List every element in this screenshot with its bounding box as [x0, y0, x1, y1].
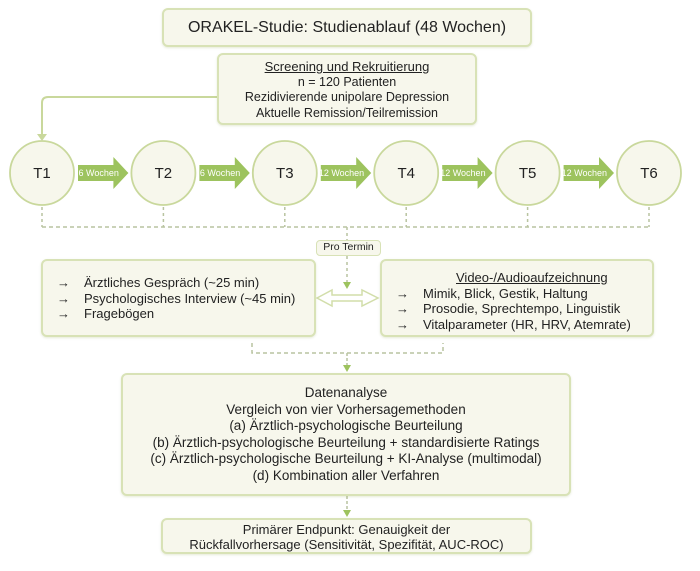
arrow-bullet-icon: →	[396, 285, 409, 301]
clinical-item: → Fragebögen	[57, 306, 314, 322]
analysis-method: (c) Ärztlich-psychologische Beurteilung …	[150, 451, 542, 466]
arrow-bullet-icon: →	[396, 316, 409, 332]
merge-arrowhead	[343, 365, 351, 372]
interval-arrow	[563, 157, 614, 189]
recording-item-text: Vitalparameter (HR, HRV, Atemrate)	[423, 316, 631, 332]
interval-label: 6 Wochen	[79, 168, 119, 178]
timepoint-label: T4	[397, 165, 415, 182]
interval-arrow	[442, 157, 493, 189]
analysis-method: (d) Kombination aller Verfahren	[252, 467, 440, 483]
bidirectional-arrow	[315, 288, 380, 308]
interval-arrow	[78, 157, 129, 189]
pro-termin-arrowhead	[343, 282, 351, 289]
per-visit-label: Pro Termin	[316, 240, 381, 256]
recording-item: → Vitalparameter (HR, HRV, Atemrate)	[396, 317, 652, 333]
arrow-bullet-icon: →	[57, 306, 70, 321]
interval-label: 6 Wochen	[200, 168, 240, 178]
recording-item-text: Mimik, Blick, Gestik, Haltung	[423, 285, 588, 301]
arrow-bullet-icon: →	[57, 290, 70, 306]
analysis-to-endpoint-arrowhead	[343, 510, 351, 517]
timepoint-circle	[9, 140, 75, 206]
clinical-item-text: Fragebögen	[84, 306, 155, 321]
interval-arrow	[199, 157, 250, 189]
data-analysis-box: Datenanalyse Vergleich von vier Vorhersa…	[121, 373, 571, 496]
timepoint-circle	[494, 140, 561, 206]
primary-endpoint-box: Primärer Endpunkt: Genauigkeit der Rückf…	[161, 518, 532, 554]
clinical-item-text: Psychologisches Interview (~45 min)	[84, 290, 296, 306]
screening-to-t1-connector	[41, 96, 217, 136]
arrow-bullet-icon: →	[57, 275, 70, 290]
timepoint-label: T5	[519, 165, 537, 182]
screening-to-t1-arrowhead	[37, 134, 47, 141]
interval-label: 12 Wochen	[440, 168, 485, 178]
endpoint-line: Primärer Endpunkt: Genauigkeit der	[242, 522, 451, 537]
screening-box: Screening und Rekruitierung n = 120 Pati…	[217, 53, 477, 125]
clinical-assessment-box: → Ärztliches Gespräch (~25 min) → Psycholo…	[41, 259, 316, 337]
recording-box: Video-/Audioaufzeichnung → Mimik, Blick, …	[380, 259, 654, 337]
merge-bracket	[251, 343, 444, 354]
recording-heading: Video-/Audioaufzeichnung	[456, 270, 608, 285]
recording-item: → Prosodie, Sprechtempo, Linguistik	[396, 301, 652, 317]
recording-item: → Mimik, Blick, Gestik, Haltung	[396, 286, 652, 302]
arrow-bullet-icon: →	[396, 301, 409, 316]
clinical-item-text: Ärztliches Gespräch (~25 min)	[84, 275, 260, 290]
endpoint-line: Rückfallvorhersage (Sensitivität, Spezif…	[189, 537, 504, 552]
screening-line: Aktuelle Remission/Teilremission	[255, 105, 438, 120]
timepoint-dashed-bus	[41, 207, 650, 228]
analysis-subheading: Vergleich von vier Vorhersagemethoden	[226, 401, 466, 417]
interval-label: 12 Wochen	[562, 168, 607, 178]
screening-line: Rezidivierende unipolare Depression	[244, 90, 450, 104]
timepoint-circle	[130, 140, 197, 206]
interval-label: 12 Wochen	[319, 168, 364, 178]
timepoint-label: T1	[33, 165, 51, 182]
study-title: ORAKEL-Studie: Studienablauf (48 Wochen)	[162, 8, 532, 47]
clinical-item: → Ärztliches Gespräch (~25 min)	[57, 275, 314, 291]
screening-heading: Screening und Rekruitierung	[264, 59, 430, 74]
analysis-method: (b) Ärztlich-psychologische Beurteilung …	[152, 434, 540, 450]
clinical-item: → Psychologisches Interview (~45 min)	[57, 291, 314, 307]
timepoint-circle	[373, 140, 440, 206]
screening-line: n = 120 Patienten	[297, 74, 397, 89]
timepoint-circle	[251, 140, 318, 206]
timepoint-circle	[616, 140, 682, 206]
timepoint-label: T2	[155, 165, 173, 182]
recording-item-text: Prosodie, Sprechtempo, Linguistik	[423, 301, 621, 316]
timepoint-label: T6	[640, 165, 658, 182]
timepoint-label: T3	[276, 165, 294, 182]
analysis-method: (a) Ärztlich-psychologische Beurteilung	[229, 418, 463, 433]
interval-arrow	[320, 157, 372, 189]
analysis-heading: Datenanalyse	[304, 385, 388, 400]
timeline: 6 Wochen 6 Wochen 12 Wochen 12 Wochen 12 Woc…	[9, 140, 682, 206]
